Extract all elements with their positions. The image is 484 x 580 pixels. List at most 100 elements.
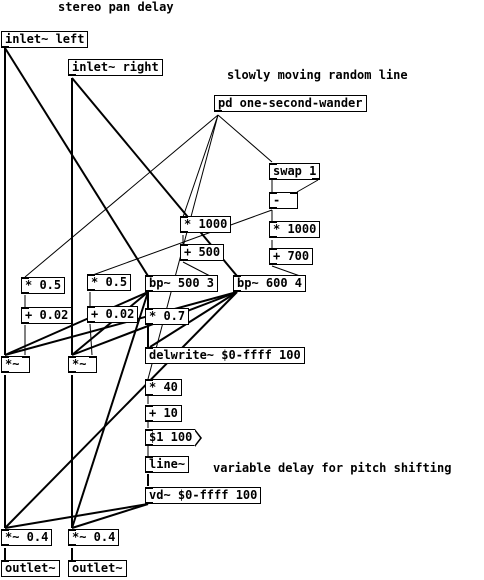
inlet-port[interactable] <box>146 487 153 489</box>
object-label: *~ 0.4 <box>72 530 116 544</box>
outlet-port[interactable] <box>88 321 95 323</box>
inlet-port[interactable] <box>234 275 241 277</box>
multiply-0.5-object-2[interactable]: * 0.5 <box>87 274 132 291</box>
inlet-port[interactable] <box>146 456 153 458</box>
add-700-object[interactable]: + 700 <box>269 248 314 265</box>
signal-multiply-object-2[interactable]: *~ <box>68 356 97 373</box>
outlet-left-object[interactable]: outlet~ <box>1 560 60 577</box>
inlet-port[interactable] <box>181 244 188 246</box>
outlet-port[interactable] <box>270 207 277 209</box>
add-0.02-object-2[interactable]: + 0.02 <box>87 306 139 323</box>
object-label: bp~ 500 3 <box>149 276 215 290</box>
multiply-0.7-object[interactable]: * 0.7 <box>145 308 190 325</box>
inlet-port[interactable] <box>146 379 153 381</box>
inlet-port[interactable] <box>146 308 153 310</box>
wire <box>296 179 319 193</box>
inlet-port[interactable] <box>22 307 29 309</box>
inlet-port[interactable] <box>146 405 153 407</box>
outlet-port[interactable] <box>22 322 29 324</box>
outlet-port[interactable] <box>2 46 9 48</box>
multiply-1000-object[interactable]: * 1000 <box>180 216 232 233</box>
object-label: *~ <box>5 357 20 371</box>
bandpass-500-object[interactable]: bp~ 500 3 <box>145 275 219 292</box>
object-label: bp~ 600 4 <box>237 276 303 290</box>
inlet-port[interactable] <box>69 529 76 531</box>
inlet-port[interactable] <box>270 248 277 250</box>
inlet-port[interactable] <box>69 356 76 358</box>
signal-multiply-object[interactable]: *~ <box>1 356 30 373</box>
inlet-port[interactable] <box>146 347 153 349</box>
add-10-object[interactable]: + 10 <box>145 405 182 422</box>
object-label: line~ <box>149 457 186 471</box>
wire <box>4 291 238 356</box>
multiply-1000-object-2[interactable]: * 1000 <box>269 221 321 238</box>
object-label: * 0.5 <box>25 278 62 292</box>
outlet-port[interactable] <box>69 544 76 546</box>
object-label: * 40 <box>149 380 178 394</box>
line-signal-object[interactable]: line~ <box>145 456 190 473</box>
outlet-port[interactable] <box>146 323 153 325</box>
object-label: * 1000 <box>184 217 228 231</box>
outlet-port[interactable] <box>270 178 277 180</box>
object-label: * 1000 <box>273 222 317 236</box>
inlet-port[interactable] <box>2 529 9 531</box>
outlet-port[interactable] <box>146 420 153 422</box>
multiply-40-object[interactable]: * 40 <box>145 379 182 396</box>
wire <box>149 291 238 348</box>
outlet-port[interactable] <box>234 290 241 292</box>
inlet-port[interactable] <box>22 356 29 358</box>
outlet-port[interactable] <box>2 544 9 546</box>
add-0.02-object[interactable]: + 0.02 <box>21 307 73 324</box>
inlet-port[interactable] <box>270 221 277 223</box>
wander-subpatch[interactable]: pd one-second-wander <box>214 95 367 112</box>
outlet-port[interactable] <box>312 178 320 180</box>
object-label: *~ <box>72 357 87 371</box>
object-label: + 0.02 <box>91 307 135 321</box>
inlet-port[interactable] <box>88 274 95 276</box>
delwrite-object[interactable]: delwrite~ $0-ffff 100 <box>145 347 305 364</box>
object-label: + 700 <box>273 249 310 263</box>
outlet-port[interactable] <box>270 236 277 238</box>
inlet-port[interactable] <box>146 429 153 431</box>
inlet-port[interactable] <box>89 356 96 358</box>
signal-multiply-0.4-object-2[interactable]: *~ 0.4 <box>68 529 120 546</box>
outlet-port[interactable] <box>2 371 9 373</box>
inlet-port[interactable] <box>69 560 76 562</box>
outlet-port[interactable] <box>88 289 95 291</box>
outlet-port[interactable] <box>22 292 29 294</box>
outlet-port[interactable] <box>270 263 277 265</box>
multiply-0.5-object[interactable]: * 0.5 <box>21 277 66 294</box>
bandpass-600-object[interactable]: bp~ 600 4 <box>233 275 307 292</box>
inlet-port[interactable] <box>2 560 9 562</box>
outlet-port[interactable] <box>181 231 188 233</box>
outlet-port[interactable] <box>146 290 153 292</box>
swap-object[interactable]: swap 1 <box>269 163 321 180</box>
inlet-port[interactable] <box>88 306 95 308</box>
signal-multiply-0.4-object[interactable]: *~ 0.4 <box>1 529 53 546</box>
object-label: + 10 <box>149 406 178 420</box>
outlet-port[interactable] <box>146 394 153 396</box>
inlet-port[interactable] <box>181 216 188 218</box>
outlet-port[interactable] <box>146 444 153 446</box>
inlet-left-object[interactable]: inlet~ left <box>1 31 89 48</box>
inlet-right-object[interactable]: inlet~ right <box>68 59 163 76</box>
add-500-object[interactable]: + 500 <box>180 244 225 261</box>
inlet-port[interactable] <box>270 163 277 165</box>
subtract-object[interactable]: - <box>269 192 298 209</box>
line-message-box[interactable]: $1 100 <box>145 429 203 447</box>
inlet-port[interactable] <box>22 277 29 279</box>
outlet-right-object[interactable]: outlet~ <box>68 560 127 577</box>
outlet-port[interactable] <box>69 74 76 76</box>
vd-delay-object[interactable]: vd~ $0-ffff 100 <box>145 487 262 504</box>
wire <box>71 503 149 529</box>
inlet-port[interactable] <box>270 192 277 194</box>
inlet-port[interactable] <box>2 356 9 358</box>
outlet-port[interactable] <box>215 110 222 112</box>
outlet-port[interactable] <box>146 471 153 473</box>
inlet-port[interactable] <box>290 192 297 194</box>
outlet-port[interactable] <box>146 502 153 504</box>
inlet-port[interactable] <box>146 275 153 277</box>
outlet-port[interactable] <box>69 371 76 373</box>
outlet-port[interactable] <box>181 259 188 261</box>
